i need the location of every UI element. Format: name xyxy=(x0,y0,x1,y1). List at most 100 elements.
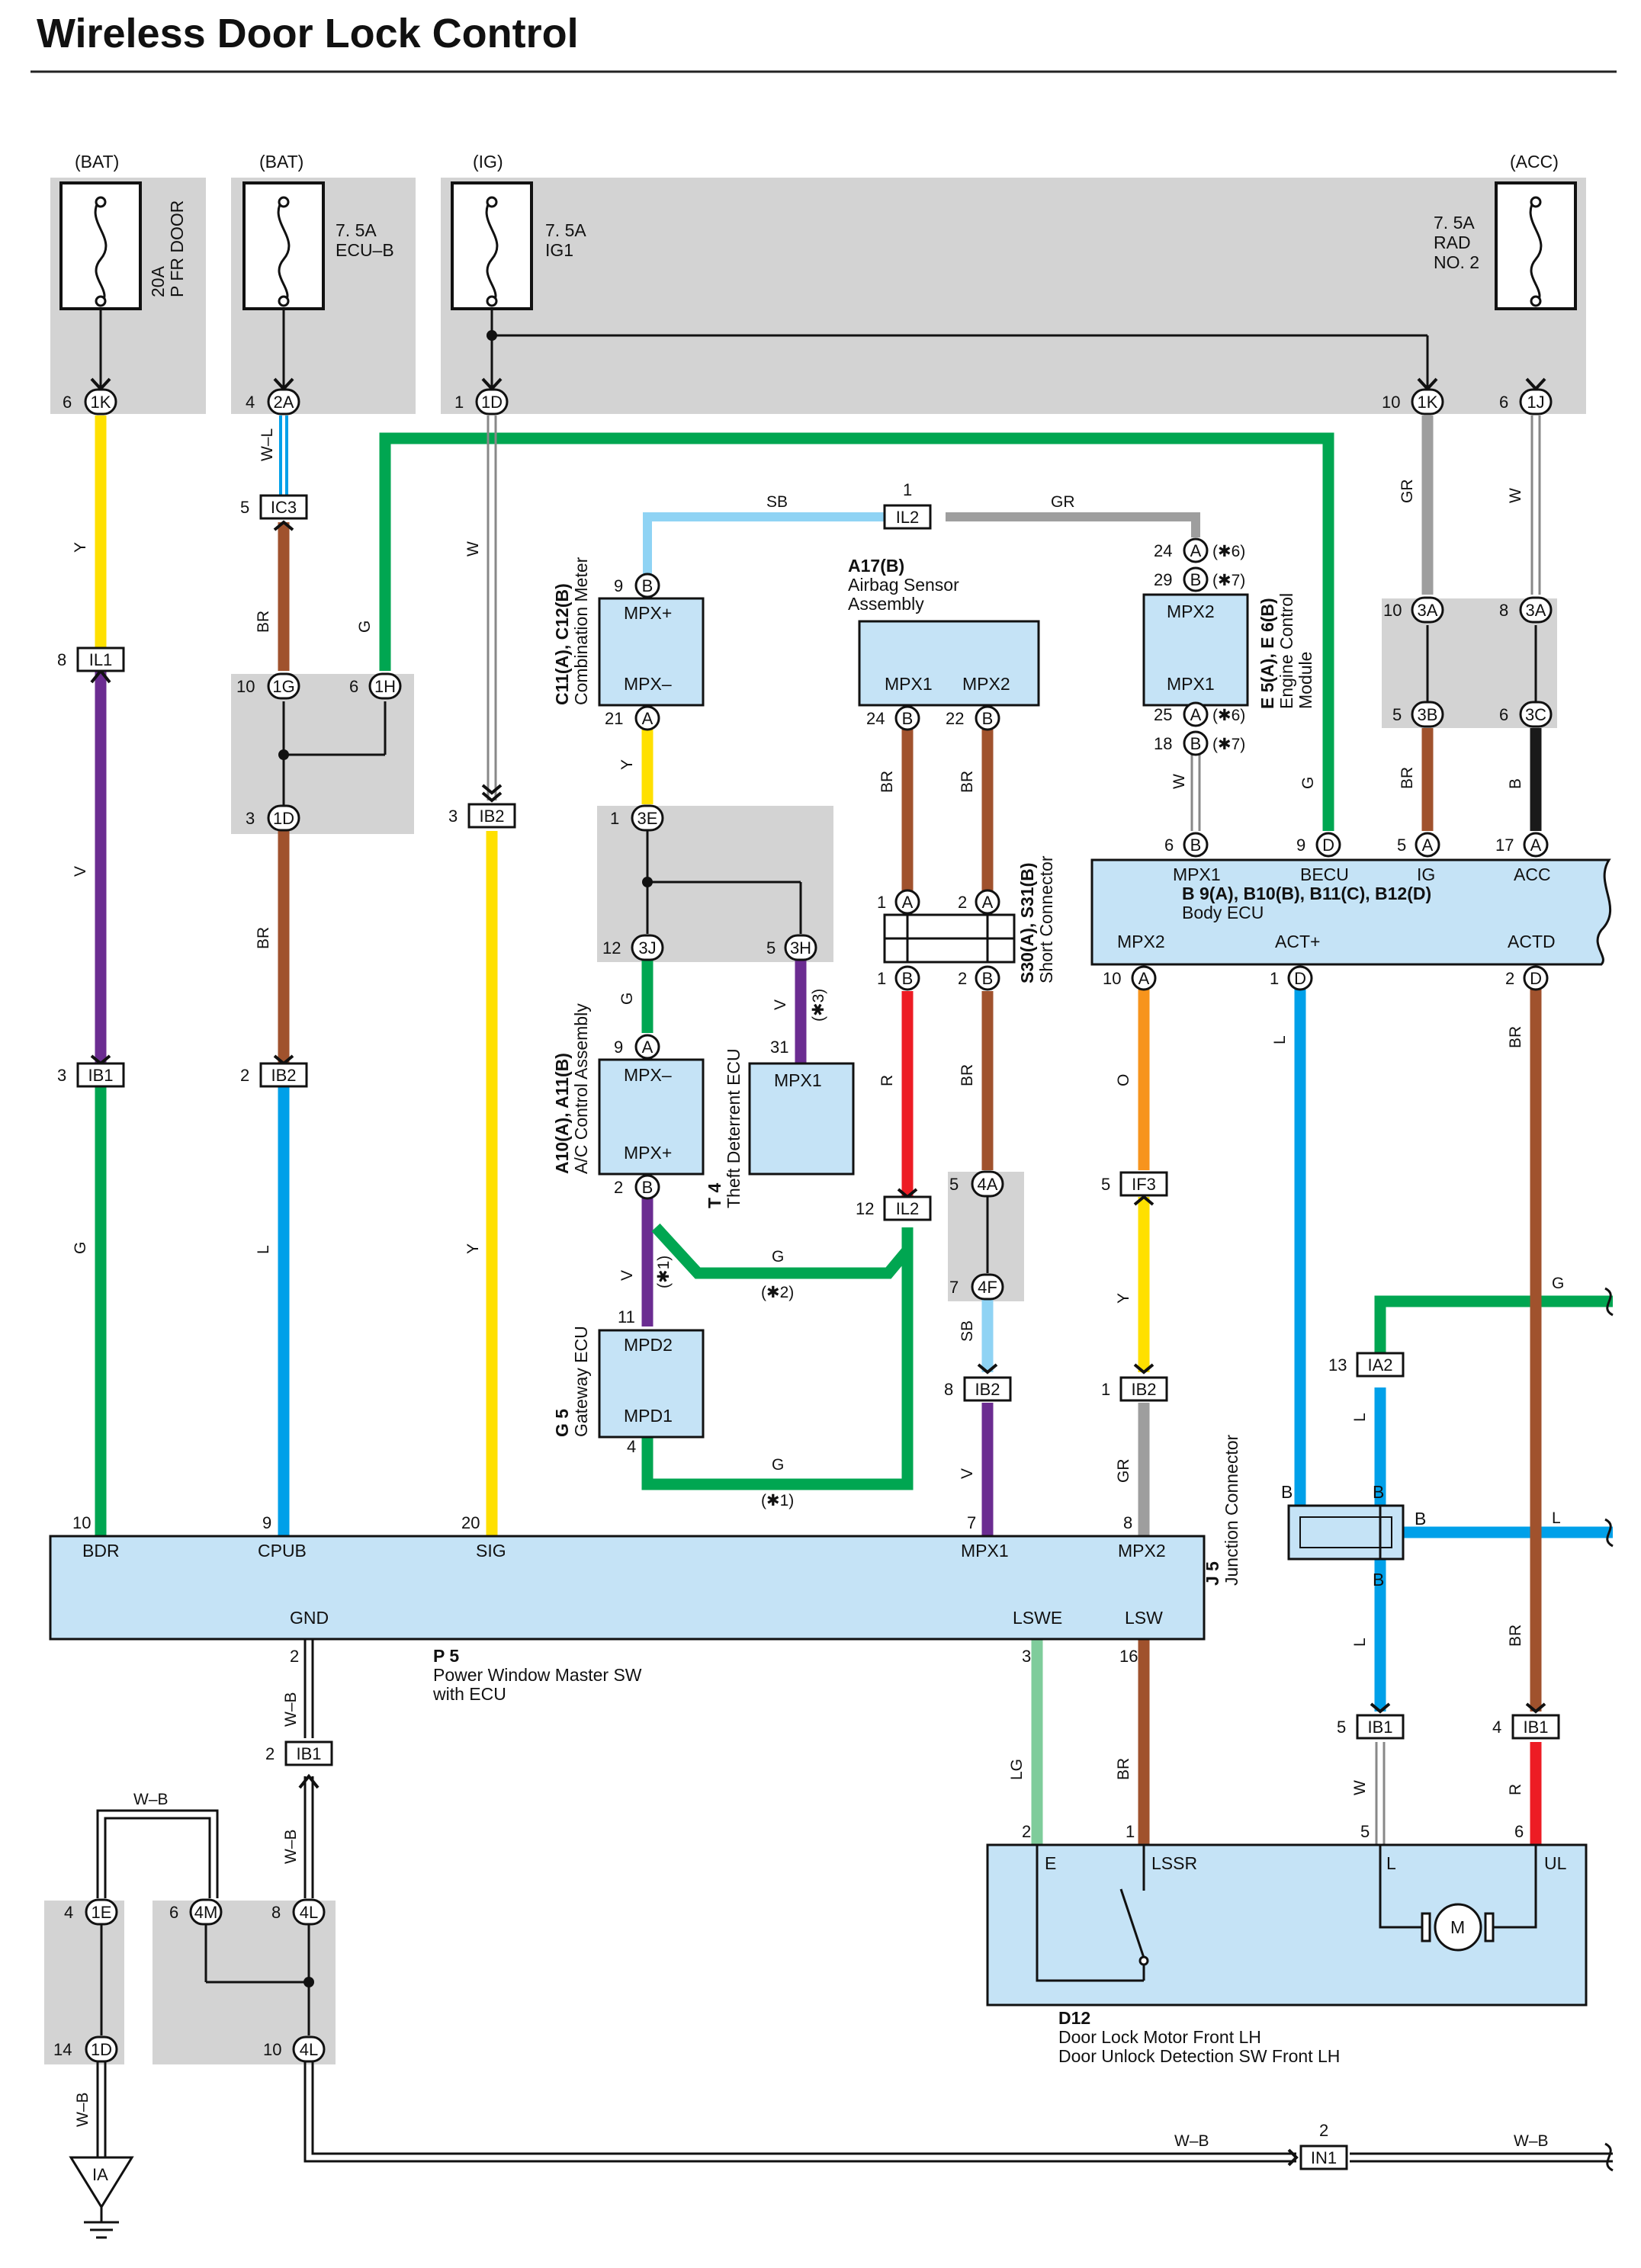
conn-1D-c: 1D xyxy=(85,2035,118,2063)
svg-text:BR: BR xyxy=(255,927,272,949)
svg-text:29: 29 xyxy=(1154,570,1172,589)
source-bat-1: (BAT) xyxy=(75,152,119,172)
svg-text:UL: UL xyxy=(1544,1853,1567,1873)
svg-text:10: 10 xyxy=(1382,393,1400,412)
svg-text:5: 5 xyxy=(949,1175,959,1194)
motor-icon: M xyxy=(1450,1917,1465,1937)
svg-text:6: 6 xyxy=(1499,705,1508,724)
svg-text:8: 8 xyxy=(1123,1513,1132,1532)
svg-text:12: 12 xyxy=(856,1199,874,1218)
svg-text:W: W xyxy=(1507,488,1524,503)
svg-text:MPX1: MPX1 xyxy=(1173,865,1221,884)
oval-connectors: 1K 2A 1D 1K 1J 1G 1H 1D 3A 3A 3B 3C 3E 3… xyxy=(84,388,1553,2063)
svg-text:6: 6 xyxy=(1514,1822,1524,1841)
svg-text:W–B: W–B xyxy=(133,1791,169,1808)
svg-text:IA2: IA2 xyxy=(1367,1355,1392,1375)
svg-text:BR: BR xyxy=(959,1064,976,1086)
svg-text:E: E xyxy=(1045,1853,1056,1873)
svg-text:1G: 1G xyxy=(272,677,294,696)
svg-text:(✱7): (✱7) xyxy=(1212,572,1245,589)
svg-text:10: 10 xyxy=(1103,969,1121,988)
svg-text:Airbag Sensor: Airbag Sensor xyxy=(848,575,959,595)
svg-text:BR: BR xyxy=(878,771,896,793)
svg-text:BR: BR xyxy=(1399,767,1416,789)
svg-text:MPX1: MPX1 xyxy=(774,1070,822,1090)
conn-1K-b: 1K xyxy=(1411,388,1444,415)
conn-3A-1: 3A xyxy=(1411,596,1444,624)
svg-text:9: 9 xyxy=(262,1513,271,1532)
svg-text:1J: 1J xyxy=(1527,393,1544,412)
conn-2A: 2A xyxy=(267,388,300,415)
jc-IF3: IF3 xyxy=(1119,1171,1168,1197)
svg-text:2: 2 xyxy=(958,969,967,988)
fuse-3-amp: 7. 5A xyxy=(545,220,586,240)
conn-1J: 1J xyxy=(1519,388,1553,415)
svg-text:Theft Deterrent ECU: Theft Deterrent ECU xyxy=(724,1048,743,1208)
svg-text:MPD1: MPD1 xyxy=(624,1406,673,1426)
svg-text:2: 2 xyxy=(290,1647,299,1666)
svg-text:1: 1 xyxy=(454,393,464,412)
svg-text:BR: BR xyxy=(959,771,976,793)
svg-text:LSSR: LSSR xyxy=(1151,1853,1197,1873)
svg-text:IB2: IB2 xyxy=(271,1066,296,1085)
source-acc: (ACC) xyxy=(1510,152,1559,172)
jc-IB2-b: IB2 xyxy=(467,803,516,829)
svg-text:IL1: IL1 xyxy=(89,650,113,669)
svg-text:T 4: T 4 xyxy=(705,1183,724,1208)
svg-text:11: 11 xyxy=(618,1307,635,1326)
conn-3E: 3E xyxy=(631,804,664,832)
svg-text:A: A xyxy=(1138,969,1150,988)
conn-1K: 1K xyxy=(84,388,117,415)
svg-text:IB1: IB1 xyxy=(88,1066,113,1085)
svg-text:3: 3 xyxy=(57,1066,66,1085)
svg-text:9: 9 xyxy=(614,576,623,595)
svg-text:Engine Control: Engine Control xyxy=(1277,593,1296,709)
svg-text:G: G xyxy=(772,1248,784,1266)
svg-text:12: 12 xyxy=(602,938,621,958)
svg-text:IN1: IN1 xyxy=(1311,2148,1337,2167)
svg-text:4: 4 xyxy=(627,1437,636,1456)
diagram-title: Wireless Door Lock Control xyxy=(37,11,579,56)
svg-text:V: V xyxy=(959,1468,976,1479)
svg-text:IA: IA xyxy=(92,2165,108,2184)
svg-text:4F: 4F xyxy=(978,1278,997,1297)
svg-text:R: R xyxy=(878,1075,896,1086)
svg-text:17: 17 xyxy=(1495,836,1514,855)
svg-text:2: 2 xyxy=(958,893,967,912)
combination-meter: MPX+ MPX– B A 9 21 C11(A), C12(B) Combin… xyxy=(552,557,705,731)
svg-text:A: A xyxy=(1190,541,1202,560)
svg-text:MPX+: MPX+ xyxy=(624,603,672,623)
junction-connector-j5: B B B B J 5 Junction Connector xyxy=(1203,1434,1426,1590)
svg-text:9: 9 xyxy=(1296,836,1305,855)
svg-text:MPX2: MPX2 xyxy=(1167,601,1215,621)
svg-text:B: B xyxy=(642,1178,654,1197)
svg-text:G: G xyxy=(618,993,636,1005)
svg-text:IB2: IB2 xyxy=(975,1380,1000,1399)
airbag-sensor-assembly: MPX1 MPX2 B B 24 22 A17(B) Airbag Sensor… xyxy=(848,556,1040,731)
svg-text:MPX–: MPX– xyxy=(624,674,672,694)
svg-text:4A: 4A xyxy=(978,1175,998,1194)
svg-text:L: L xyxy=(1271,1035,1289,1044)
svg-text:A: A xyxy=(982,893,994,912)
conn-3B: 3B xyxy=(1411,701,1444,728)
wire-color-labels: Y V G W–L BR BR L G W Y SB GR Y G V V (✱… xyxy=(72,428,1564,2150)
svg-text:6: 6 xyxy=(1499,393,1508,412)
svg-text:B: B xyxy=(902,709,914,728)
svg-text:B: B xyxy=(1190,734,1202,753)
junction-connectors: IL1 8 IB1 3 IC3 5 IB2 2 IB2 3 IL2 1 IL2 … xyxy=(57,480,1560,2170)
svg-text:16: 16 xyxy=(1119,1647,1138,1666)
svg-text:6: 6 xyxy=(63,393,72,412)
svg-text:(✱6): (✱6) xyxy=(1212,707,1245,724)
jc-IB1-a: IB1 xyxy=(76,1062,125,1088)
svg-text:1K: 1K xyxy=(1418,393,1438,412)
wires xyxy=(95,309,1613,2163)
svg-text:Short Connector: Short Connector xyxy=(1036,855,1056,983)
svg-text:A: A xyxy=(642,709,654,728)
svg-text:1D: 1D xyxy=(481,393,503,412)
conn-1D-b: 1D xyxy=(267,804,300,832)
fuse-p-fr-door: 20A P FR DOOR xyxy=(59,181,187,310)
svg-text:IB1: IB1 xyxy=(296,1744,321,1763)
svg-text:18: 18 xyxy=(1154,734,1172,753)
junction-dots xyxy=(278,330,653,1987)
svg-text:5: 5 xyxy=(766,938,776,958)
